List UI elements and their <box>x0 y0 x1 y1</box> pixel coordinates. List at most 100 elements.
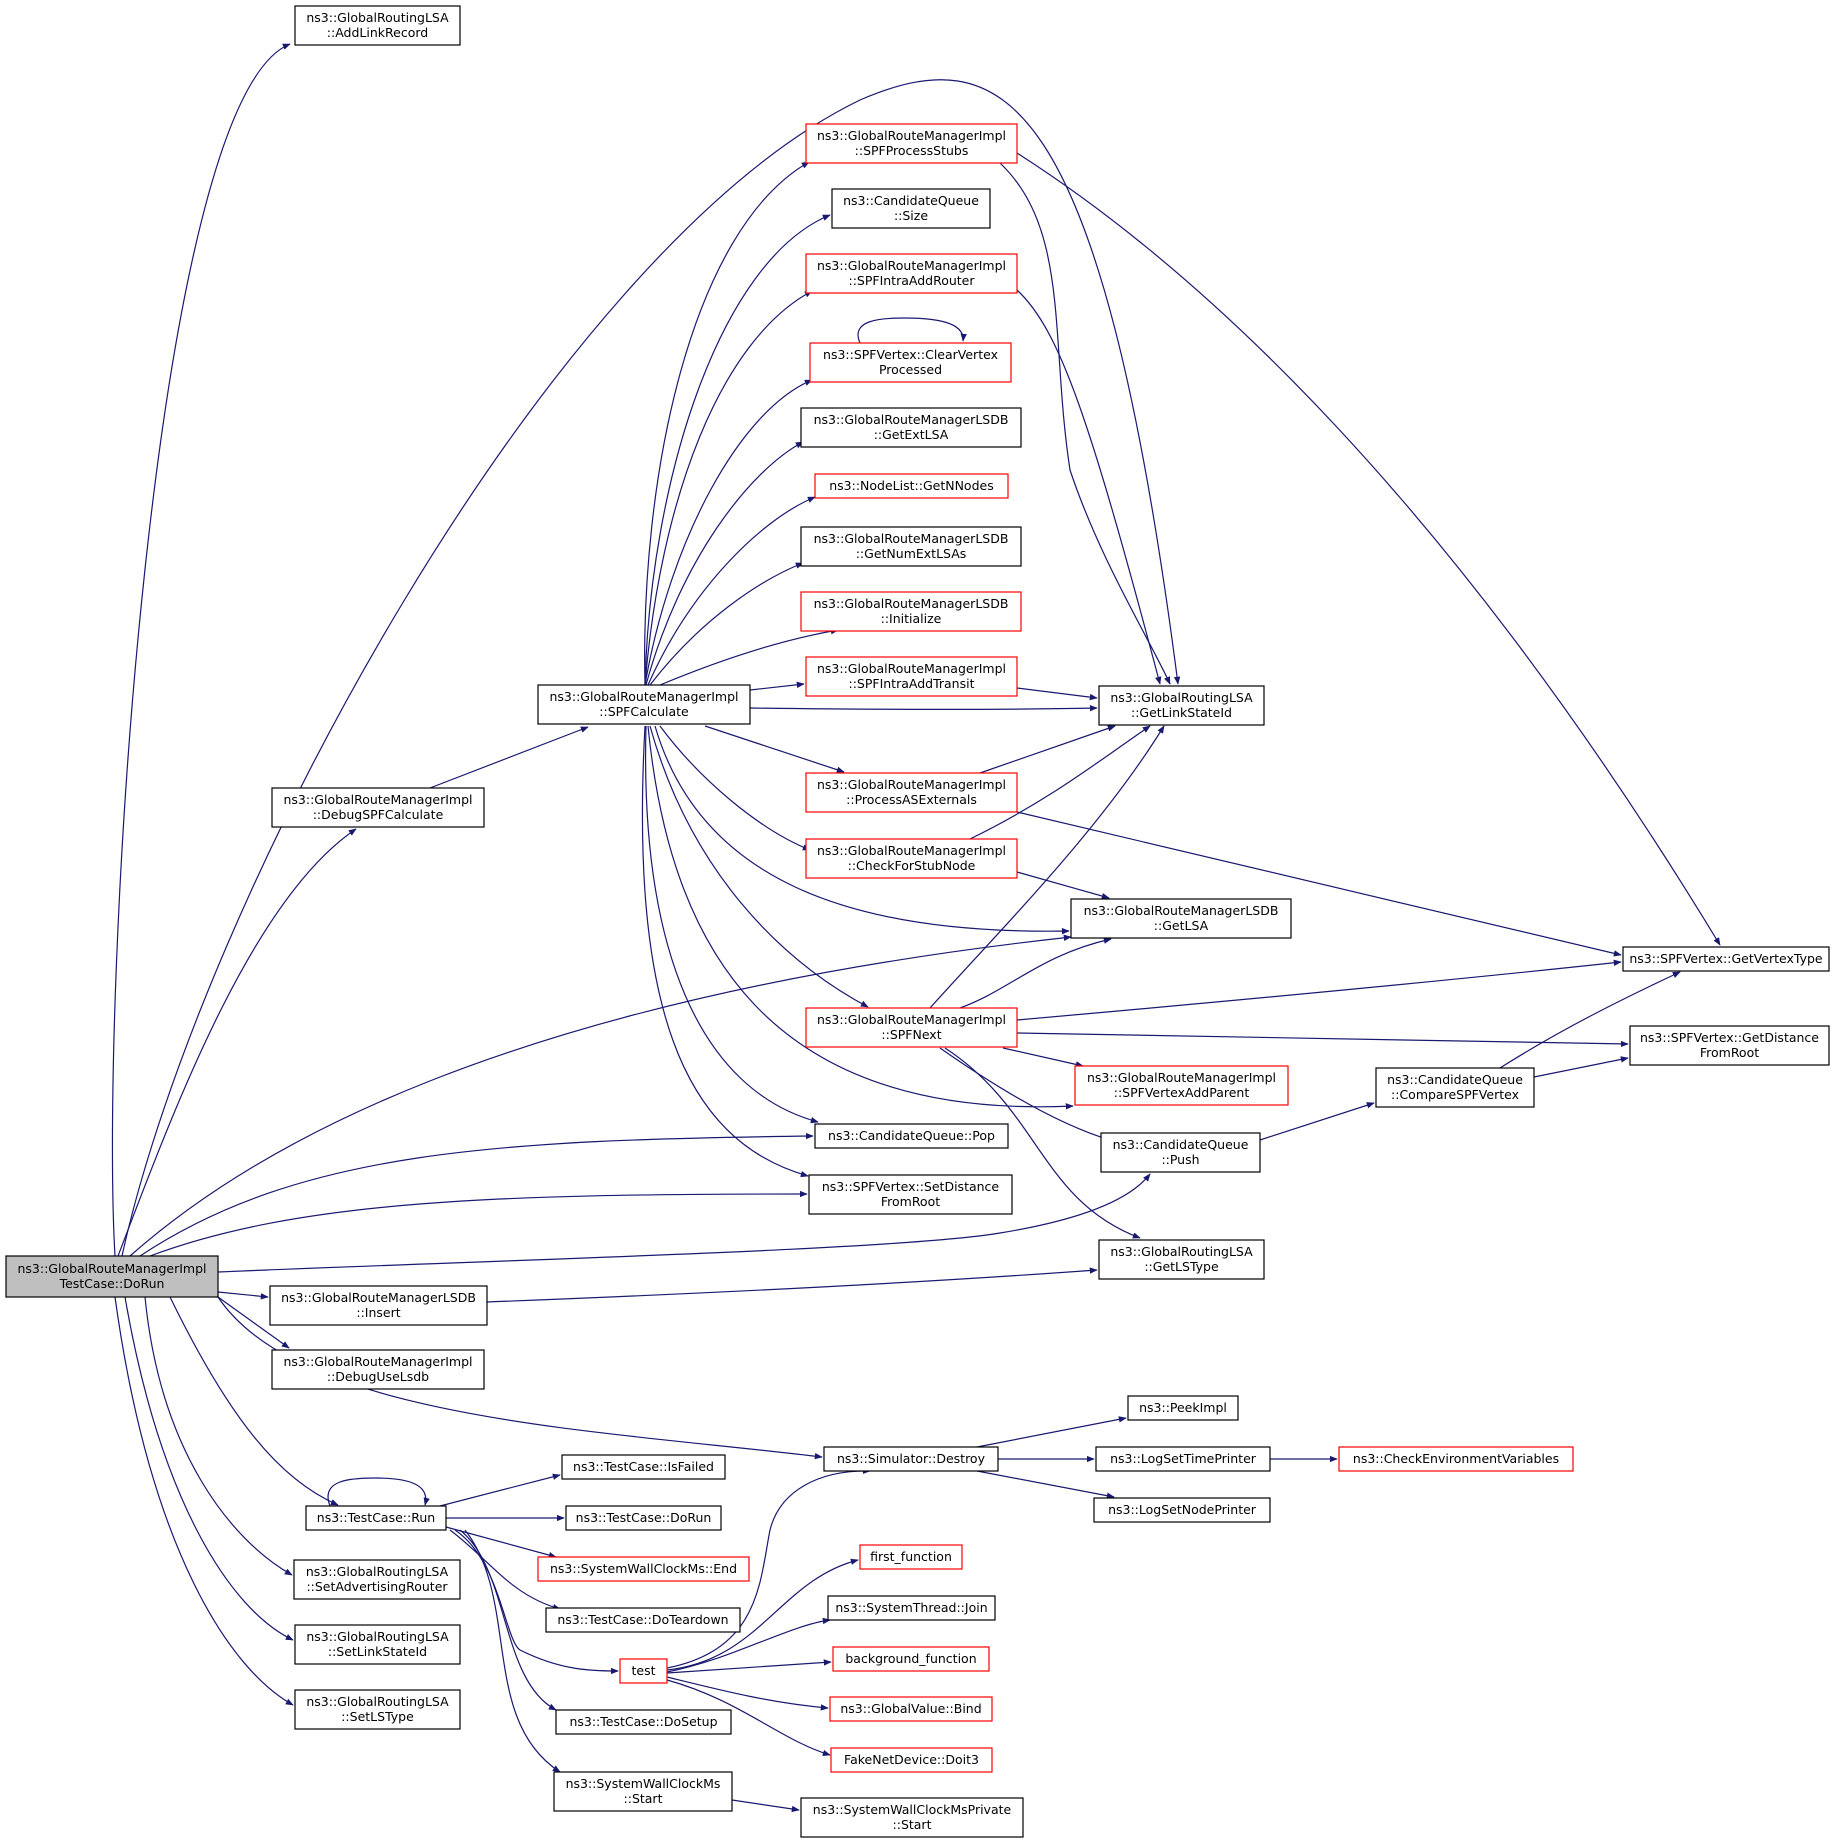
node-box[interactable] <box>814 473 1009 499</box>
node-box[interactable] <box>294 1689 461 1730</box>
node-getExtLSA[interactable]: ns3::GlobalRouteManagerLSDB::GetExtLSA <box>800 407 1022 448</box>
node-getLSA[interactable]: ns3::GlobalRouteManagerLSDB::GetLSA <box>1070 898 1292 939</box>
node-getLSType[interactable]: ns3::GlobalRoutingLSA::GetLSType <box>1098 1239 1265 1280</box>
node-getNNodes[interactable]: ns3::NodeList::GetNNodes <box>814 473 1009 499</box>
node-box[interactable] <box>800 1797 1024 1838</box>
node-box[interactable] <box>305 1505 447 1531</box>
node-compareSPFVertex[interactable]: ns3::CandidateQueue::CompareSPFVertex <box>1375 1067 1535 1108</box>
node-tcDoRun[interactable]: ns3::TestCase::DoRun <box>565 1505 722 1531</box>
node-box[interactable] <box>1074 1065 1289 1106</box>
node-addLinkRecord[interactable]: ns3::GlobalRoutingLSA::AddLinkRecord <box>294 5 461 46</box>
node-getLinkStateId[interactable]: ns3::GlobalRoutingLSA::GetLinkStateId <box>1098 685 1265 726</box>
node-spfNext[interactable]: ns3::GlobalRouteManagerImpl::SPFNext <box>805 1007 1018 1048</box>
node-box[interactable] <box>565 1505 722 1531</box>
node-debugSPFCalculate[interactable]: ns3::GlobalRouteManagerImpl::DebugSPFCal… <box>271 787 485 828</box>
node-swcEnd[interactable]: ns3::SystemWallClockMs::End <box>537 1556 750 1582</box>
node-box[interactable] <box>5 1255 219 1298</box>
node-box[interactable] <box>809 342 1012 383</box>
node-box[interactable] <box>619 1658 668 1684</box>
node-tcIsFailed[interactable]: ns3::TestCase::IsFailed <box>561 1454 726 1480</box>
node-box[interactable] <box>814 1123 1009 1149</box>
node-box[interactable] <box>537 1556 750 1582</box>
node-cqSize[interactable]: ns3::CandidateQueue::Size <box>831 188 991 229</box>
node-box[interactable] <box>293 1559 461 1600</box>
node-box[interactable] <box>1070 898 1292 939</box>
node-box[interactable] <box>1375 1067 1535 1108</box>
node-tcRun[interactable]: ns3::TestCase::Run <box>305 1505 447 1531</box>
node-box[interactable] <box>827 1595 996 1621</box>
node-box[interactable] <box>271 1349 485 1390</box>
node-getNumExtLSAs[interactable]: ns3::GlobalRouteManagerLSDB::GetNumExtLS… <box>800 526 1022 567</box>
node-box[interactable] <box>829 1696 993 1722</box>
node-box[interactable] <box>805 1007 1018 1048</box>
node-spfIntraAddRouter[interactable]: ns3::GlobalRouteManagerImpl::SPFIntraAdd… <box>805 253 1018 294</box>
node-box[interactable] <box>1098 685 1265 726</box>
node-swcPrivateStart[interactable]: ns3::SystemWallClockMsPrivate::Start <box>800 1797 1024 1838</box>
node-box[interactable] <box>823 1446 999 1472</box>
node-test[interactable]: test <box>619 1658 668 1684</box>
node-box[interactable] <box>553 1771 733 1812</box>
node-simDestroy[interactable]: ns3::Simulator::Destroy <box>823 1446 999 1472</box>
node-box[interactable] <box>808 1174 1013 1215</box>
node-box[interactable] <box>545 1607 741 1633</box>
node-box[interactable] <box>294 5 461 46</box>
node-lsdbInsert[interactable]: ns3::GlobalRouteManagerLSDB::Insert <box>269 1285 488 1326</box>
node-box[interactable] <box>537 684 751 725</box>
node-spfProcessStubs[interactable]: ns3::GlobalRouteManagerImpl::SPFProcessS… <box>805 123 1018 164</box>
node-debugUseLsdb[interactable]: ns3::GlobalRouteManagerImpl::DebugUseLsd… <box>271 1349 485 1390</box>
node-box[interactable] <box>800 526 1022 567</box>
node-getVertexType[interactable]: ns3::SPFVertex::GetVertexType <box>1622 946 1830 972</box>
node-box[interactable] <box>555 1709 732 1735</box>
node-processASExternals[interactable]: ns3::GlobalRouteManagerImpl::ProcessASEx… <box>805 772 1018 813</box>
node-box[interactable] <box>269 1285 488 1326</box>
node-backgroundFunction[interactable]: background_function <box>832 1646 990 1672</box>
node-setAdvertisingRouter[interactable]: ns3::GlobalRoutingLSA::SetAdvertisingRou… <box>293 1559 461 1600</box>
node-box[interactable] <box>1629 1025 1830 1066</box>
node-cqPush[interactable]: ns3::CandidateQueue::Push <box>1100 1132 1261 1173</box>
node-box[interactable] <box>561 1454 726 1480</box>
node-root[interactable]: ns3::GlobalRouteManagerImplTestCase::DoR… <box>5 1255 219 1298</box>
node-checkEnvVars[interactable]: ns3::CheckEnvironmentVariables <box>1338 1446 1574 1472</box>
node-spfVertexAddParent[interactable]: ns3::GlobalRouteManagerImpl::SPFVertexAd… <box>1074 1065 1289 1106</box>
node-box[interactable] <box>294 1624 461 1665</box>
node-logSetTimePrinter[interactable]: ns3::LogSetTimePrinter <box>1095 1446 1271 1472</box>
node-box[interactable] <box>800 407 1022 448</box>
node-spfCalculate[interactable]: ns3::GlobalRouteManagerImpl::SPFCalculat… <box>537 684 751 725</box>
node-box[interactable] <box>1098 1239 1265 1280</box>
node-box[interactable] <box>1093 1497 1271 1523</box>
node-spfIntraAddTransit[interactable]: ns3::GlobalRouteManagerImpl::SPFIntraAdd… <box>805 656 1018 697</box>
node-fakeNetDeviceDoit3[interactable]: FakeNetDevice::Doit3 <box>830 1747 993 1773</box>
node-box[interactable] <box>831 188 991 229</box>
node-box[interactable] <box>830 1747 993 1773</box>
node-box[interactable] <box>859 1544 963 1570</box>
node-box[interactable] <box>805 123 1018 164</box>
node-setLSType[interactable]: ns3::GlobalRoutingLSA::SetLSType <box>294 1689 461 1730</box>
node-tcDoSetup[interactable]: ns3::TestCase::DoSetup <box>555 1709 732 1735</box>
node-tcDoTeardown[interactable]: ns3::TestCase::DoTeardown <box>545 1607 741 1633</box>
node-globalValueBind[interactable]: ns3::GlobalValue::Bind <box>829 1696 993 1722</box>
node-box[interactable] <box>271 787 485 828</box>
node-swcStart[interactable]: ns3::SystemWallClockMs::Start <box>553 1771 733 1812</box>
node-lsdbInitialize[interactable]: ns3::GlobalRouteManagerLSDB::Initialize <box>800 591 1022 632</box>
node-box[interactable] <box>1127 1395 1239 1421</box>
node-firstFunction[interactable]: first_function <box>859 1544 963 1570</box>
node-box[interactable] <box>800 591 1022 632</box>
node-box[interactable] <box>805 253 1018 294</box>
node-box[interactable] <box>832 1646 990 1672</box>
node-box[interactable] <box>1622 946 1830 972</box>
node-logSetNodePrinter[interactable]: ns3::LogSetNodePrinter <box>1093 1497 1271 1523</box>
node-box[interactable] <box>1100 1132 1261 1173</box>
node-threadJoin[interactable]: ns3::SystemThread::Join <box>827 1595 996 1621</box>
node-box[interactable] <box>1338 1446 1574 1472</box>
node-peekImpl[interactable]: ns3::PeekImpl <box>1127 1395 1239 1421</box>
node-box[interactable] <box>805 772 1018 813</box>
node-box[interactable] <box>805 838 1018 879</box>
node-box[interactable] <box>1095 1446 1271 1472</box>
node-cqPop[interactable]: ns3::CandidateQueue::Pop <box>814 1123 1009 1149</box>
node-box[interactable] <box>805 656 1018 697</box>
node-setLinkStateId[interactable]: ns3::GlobalRoutingLSA::SetLinkStateId <box>294 1624 461 1665</box>
node-checkForStubNode[interactable]: ns3::GlobalRouteManagerImpl::CheckForStu… <box>805 838 1018 879</box>
